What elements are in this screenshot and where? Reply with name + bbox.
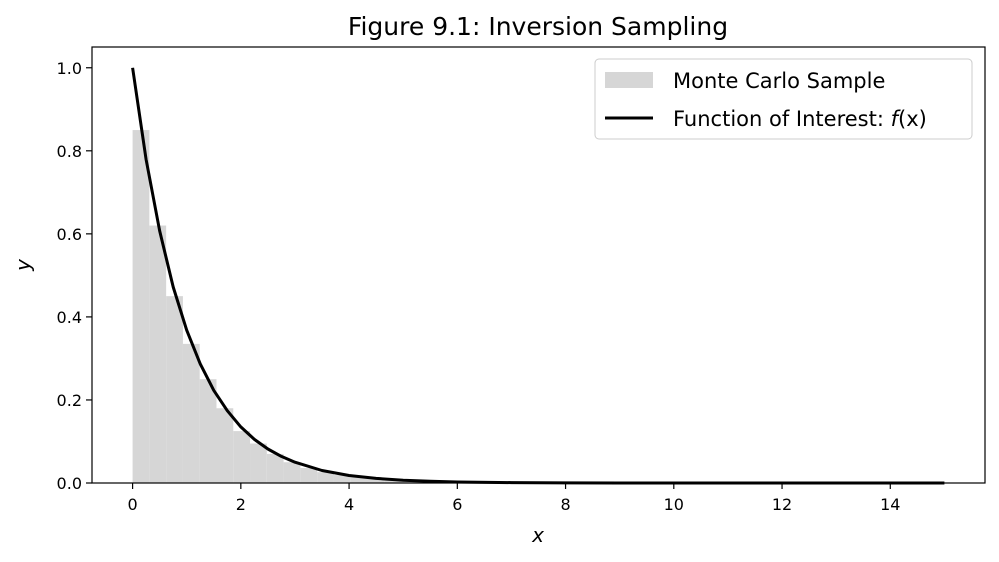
legend-box	[594, 58, 973, 140]
y-tick-label: 1.0	[57, 59, 82, 78]
legend-label-line: Function of Interest: f(x)	[673, 107, 927, 131]
histogram-bar	[166, 296, 183, 483]
legend-label-line-prefix: Function of Interest:	[673, 107, 891, 131]
x-axis-ticks: 0 2 4 6 8 10 12 14	[127, 483, 900, 514]
x-tick-label: 0	[127, 495, 137, 514]
x-tick-label: 10	[664, 495, 684, 514]
histogram-bar	[333, 475, 351, 483]
histogram-bars	[132, 130, 469, 484]
x-tick-label: 2	[236, 495, 246, 514]
histogram-bar	[132, 130, 150, 484]
y-tick-label: 0.0	[57, 474, 82, 493]
y-tick-label: 0.6	[57, 225, 82, 244]
y-axis-label: y	[11, 258, 35, 272]
x-tick-label: 8	[560, 495, 570, 514]
histogram-bar	[250, 443, 267, 483]
y-tick-label: 0.2	[57, 391, 82, 410]
histogram-bar	[182, 343, 200, 483]
histogram-bar	[233, 431, 251, 483]
histogram-bar	[350, 477, 368, 483]
histogram-bar	[300, 468, 318, 483]
histogram-bar	[367, 478, 385, 483]
histogram-bar	[283, 462, 301, 483]
plot-frame	[91, 46, 986, 484]
y-tick-label: 0.8	[57, 142, 82, 161]
y-tick-label: 0.4	[57, 308, 82, 327]
legend-swatch-histogram	[605, 72, 653, 88]
x-tick-label: 14	[880, 495, 900, 514]
x-tick-label: 6	[452, 495, 462, 514]
legend-label-line-arg: (x)	[898, 107, 927, 131]
chart-title: Figure 9.1: Inversion Sampling	[348, 12, 728, 41]
histogram-bar	[384, 480, 402, 483]
histogram-bar	[401, 480, 418, 483]
x-tick-label: 12	[772, 495, 792, 514]
x-axis-label: x	[531, 523, 544, 547]
histogram-bar	[149, 225, 167, 484]
histogram-bar	[216, 408, 234, 483]
legend-label-line-func: f	[891, 107, 902, 131]
histogram-bar	[266, 453, 284, 483]
legend: Monte Carlo Sample Function of Interest:…	[594, 58, 973, 140]
y-axis-ticks: 0.0 0.2 0.4 0.6 0.8 1.0	[57, 59, 92, 493]
histogram-bar	[317, 472, 334, 483]
legend-label-histogram: Monte Carlo Sample	[673, 69, 885, 93]
x-tick-label: 4	[344, 495, 354, 514]
histogram-bar	[199, 379, 217, 483]
